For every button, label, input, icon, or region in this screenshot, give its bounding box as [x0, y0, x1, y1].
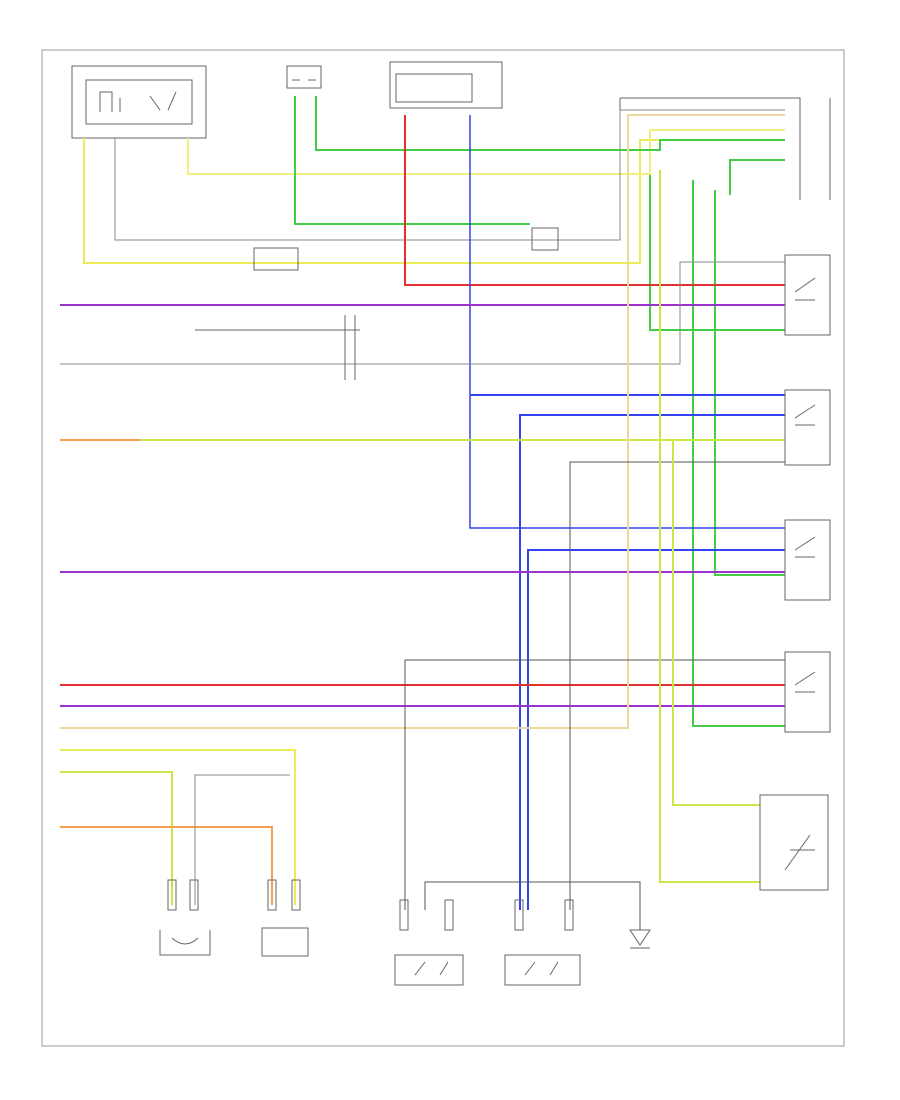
wire-yellowgreen-3 [659, 170, 760, 883]
wire-green-5 [692, 180, 785, 727]
relay-top [389, 61, 503, 109]
wire-gray-1 [114, 109, 785, 241]
fuse-component [286, 65, 322, 89]
top-module [71, 65, 207, 139]
wire-gray-3 [404, 659, 785, 910]
wire-orange-1 [60, 826, 273, 905]
wire-gray-5 [424, 881, 641, 930]
wire-gray-2 [60, 261, 785, 365]
inline-connector-mid [195, 315, 360, 380]
switch-block-2 [784, 389, 831, 466]
wire-gray-6 [194, 774, 290, 905]
motor-2 [504, 954, 581, 986]
wire-green-4 [714, 190, 785, 576]
wire-yellowgreen-2 [672, 440, 760, 806]
wire-yellow-4 [60, 771, 173, 905]
wire-green-2 [315, 96, 785, 151]
wire-blue-1 [469, 115, 785, 529]
wire-green-1 [294, 96, 530, 225]
wire-green-6 [729, 159, 785, 195]
splice-top [531, 227, 559, 251]
diagram-frame [41, 49, 845, 1047]
splice-mid [253, 247, 299, 271]
switch-block-1 [784, 254, 831, 336]
bottom-connector-stubs [167, 879, 574, 931]
switch-block-3 [784, 519, 831, 601]
wire-blue-3 [519, 414, 785, 910]
switch-block-4 [784, 651, 831, 733]
motor-1 [394, 954, 464, 986]
wire-green-3 [649, 175, 785, 331]
wire-red-1 [404, 115, 785, 286]
wire-layer [60, 96, 785, 930]
switch-block-5 [759, 794, 829, 891]
wire-blue-4 [527, 549, 785, 910]
wire-yellow-1 [83, 138, 785, 264]
wire-yellow-2 [187, 129, 785, 175]
wire-yellow-3 [60, 749, 296, 905]
wire-gray-4 [569, 461, 785, 910]
wire-tan-1 [60, 114, 785, 729]
sensor-1 [159, 930, 211, 956]
sensor-2 [261, 927, 309, 957]
diode-component [629, 929, 651, 949]
